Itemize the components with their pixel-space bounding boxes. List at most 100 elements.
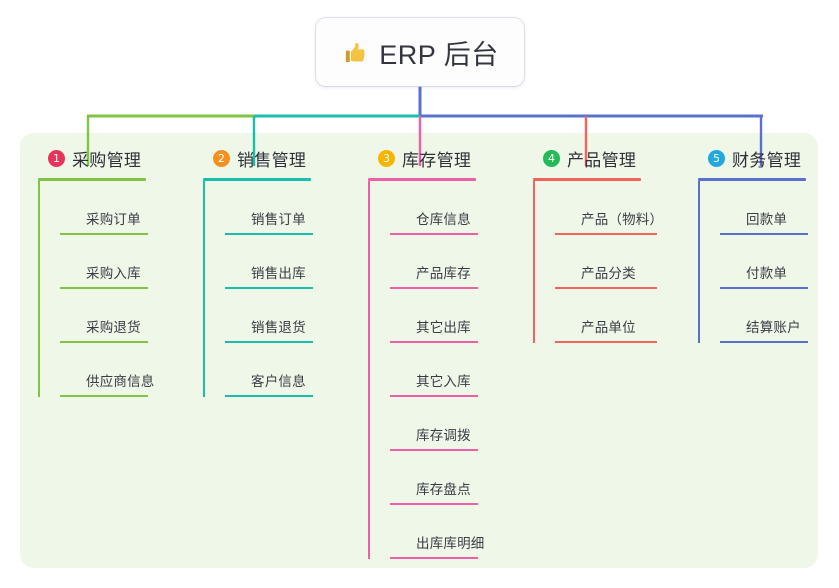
column-badge-2: 2 <box>213 149 230 167</box>
column-badge-1: 1 <box>48 149 65 167</box>
column-header-5[interactable]: 5 财务管理 <box>698 146 806 170</box>
list-item[interactable]: 出库库明细 <box>390 505 484 559</box>
list-item[interactable]: 库存盘点 <box>390 451 478 505</box>
list-item-rule <box>390 287 478 289</box>
column-3: 3 库存管理仓库信息产品库存其它出库其它入库库存调拨库存盘点出库库明细 <box>368 146 484 559</box>
list-item-label: 销售退货 <box>251 320 306 335</box>
column-rule-3 <box>368 178 476 181</box>
column-spine-5 <box>698 181 700 343</box>
list-item-label: 结算账户 <box>746 320 801 335</box>
column-title-4: 产品管理 <box>567 150 637 170</box>
column-title-3: 库存管理 <box>402 150 472 170</box>
list-item-label: 客户信息 <box>251 374 306 389</box>
column-header-4[interactable]: 4 产品管理 <box>533 146 641 170</box>
list-item[interactable]: 付款单 <box>720 235 808 289</box>
list-item-rule <box>390 233 478 235</box>
list-item-label: 产品（物料） <box>581 212 664 227</box>
column-badge-5: 5 <box>708 149 725 167</box>
list-item-rule <box>225 395 313 397</box>
list-item-label: 出库库明细 <box>416 536 485 551</box>
list-item[interactable]: 其它入库 <box>390 343 478 397</box>
column-rule-2 <box>203 178 311 181</box>
list-item[interactable]: 采购入库 <box>60 235 148 289</box>
list-item-label: 仓库信息 <box>416 212 471 227</box>
list-item[interactable]: 采购退货 <box>60 289 148 343</box>
list-item-label: 采购退货 <box>86 320 141 335</box>
list-item[interactable]: 销售退货 <box>225 289 313 343</box>
list-item-label: 其它出库 <box>416 320 471 335</box>
list-item[interactable]: 供应商信息 <box>60 343 154 397</box>
list-item[interactable]: 客户信息 <box>225 343 313 397</box>
list-item-rule <box>60 233 148 235</box>
list-item-label: 产品分类 <box>581 266 636 281</box>
list-item-rule <box>555 287 657 289</box>
list-item-label: 采购入库 <box>86 266 141 281</box>
list-item[interactable]: 销售出库 <box>225 235 313 289</box>
list-item[interactable]: 产品库存 <box>390 235 478 289</box>
column-1: 1 采购管理采购订单采购入库采购退货供应商信息 <box>38 146 154 397</box>
list-item[interactable]: 仓库信息 <box>390 181 478 235</box>
column-2: 2 销售管理销售订单销售出库销售退货客户信息 <box>203 146 313 397</box>
column-items-5: 回款单付款单结算账户 <box>698 181 808 343</box>
list-item-label: 产品单位 <box>581 320 636 335</box>
columns-background-panel <box>20 133 818 568</box>
list-item-label: 供应商信息 <box>86 374 155 389</box>
column-4: 4 产品管理产品（物料） 产品分类产品单位 <box>533 146 663 343</box>
column-rule-1 <box>38 178 146 181</box>
column-items-3: 仓库信息产品库存其它出库其它入库库存调拨库存盘点出库库明细 <box>368 181 484 559</box>
column-title-2: 销售管理 <box>237 150 307 170</box>
list-item[interactable]: 产品分类 <box>555 235 657 289</box>
list-item-label: 销售出库 <box>251 266 306 281</box>
column-5: 5 财务管理回款单付款单结算账户 <box>698 146 808 343</box>
list-item-rule <box>555 341 657 343</box>
list-item-rule <box>225 233 313 235</box>
list-item[interactable]: 产品单位 <box>555 289 657 343</box>
list-item-rule <box>225 287 313 289</box>
list-item-rule <box>390 341 478 343</box>
list-item-label: 产品库存 <box>416 266 471 281</box>
list-item-rule <box>60 341 148 343</box>
column-spine-1 <box>38 181 40 397</box>
column-rule-5 <box>698 178 806 181</box>
list-item[interactable]: 其它出库 <box>390 289 478 343</box>
list-item-rule <box>720 233 808 235</box>
list-item-rule <box>60 395 148 397</box>
list-item[interactable]: 库存调拨 <box>390 397 478 451</box>
list-item[interactable]: 销售订单 <box>225 181 313 235</box>
column-header-3[interactable]: 3 库存管理 <box>368 146 476 170</box>
column-header-2[interactable]: 2 销售管理 <box>203 146 311 170</box>
column-items-2: 销售订单销售出库销售退货客户信息 <box>203 181 313 397</box>
list-item-rule <box>720 341 808 343</box>
column-spine-4 <box>533 181 535 343</box>
thumbs-up-icon <box>346 42 365 62</box>
list-item-label: 销售订单 <box>251 212 306 227</box>
root-node-card[interactable]: ERP 后台 <box>316 18 524 86</box>
column-header-1[interactable]: 1 采购管理 <box>38 146 146 170</box>
list-item-rule <box>390 449 478 451</box>
list-item-label: 库存调拨 <box>416 428 471 443</box>
list-item-rule <box>555 233 657 235</box>
list-item-label: 回款单 <box>746 212 788 227</box>
column-badge-4: 4 <box>543 149 560 167</box>
list-item-label: 其它入库 <box>416 374 471 389</box>
column-title-5: 财务管理 <box>732 150 802 170</box>
list-item[interactable]: 回款单 <box>720 181 808 235</box>
list-item[interactable]: 结算账户 <box>720 289 808 343</box>
column-items-4: 产品（物料） 产品分类产品单位 <box>533 181 663 343</box>
root-node-title: ERP 后台 <box>379 39 499 70</box>
column-items-1: 采购订单采购入库采购退货供应商信息 <box>38 181 154 397</box>
column-badge-3: 3 <box>378 149 395 167</box>
column-rule-4 <box>533 178 641 181</box>
list-item-label: 采购订单 <box>86 212 141 227</box>
list-item-rule <box>390 557 478 559</box>
column-title-1: 采购管理 <box>72 150 142 170</box>
column-spine-2 <box>203 181 205 397</box>
list-item-rule <box>225 341 313 343</box>
list-item[interactable]: 采购订单 <box>60 181 148 235</box>
list-item-label: 付款单 <box>746 266 788 281</box>
list-item-rule <box>390 395 478 397</box>
list-item-label: 库存盘点 <box>416 482 471 497</box>
list-item[interactable]: 产品（物料） <box>555 181 663 235</box>
list-item-rule <box>720 287 808 289</box>
